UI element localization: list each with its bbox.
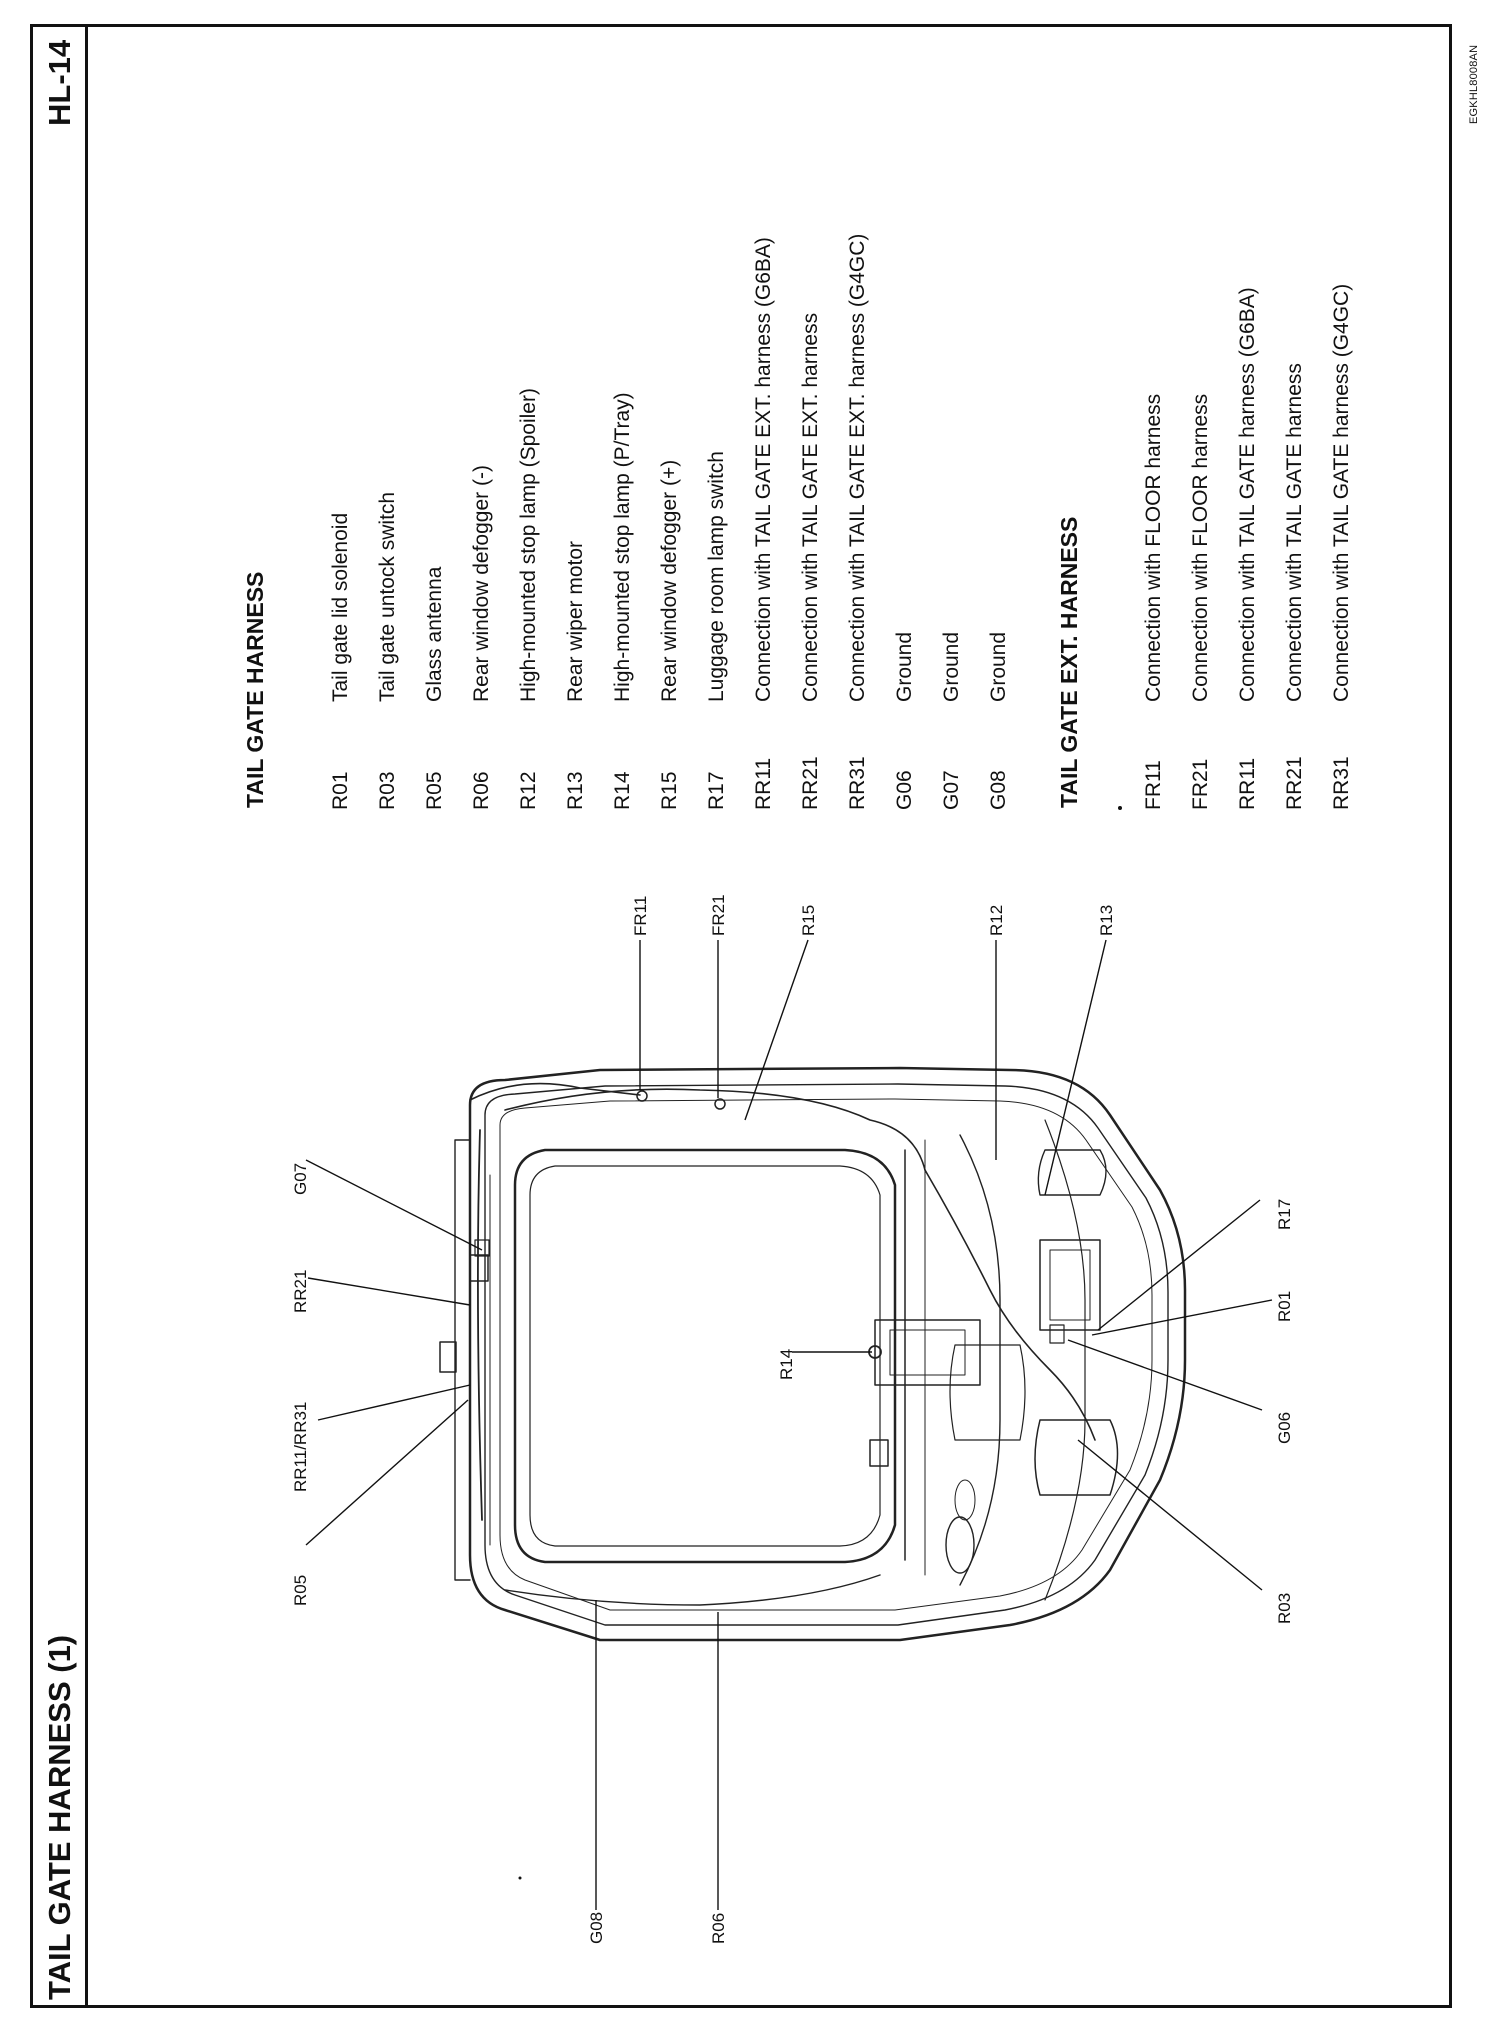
callout-r06: R06 (709, 1913, 728, 1944)
leader-r01 (1091, 1299, 1273, 1336)
center-hinge-plate (874, 1319, 981, 1386)
leader-r17 (1097, 1199, 1261, 1331)
callout-g08: G08 (587, 1912, 606, 1944)
license-plate-recess (949, 1344, 1026, 1441)
callout-r14: R14 (777, 1349, 796, 1380)
leader-r05 (305, 1399, 469, 1546)
glass-opening (513, 1148, 897, 1564)
callout-r15: R15 (799, 905, 818, 936)
leader-g06 (1067, 1339, 1263, 1411)
lower-right-pocket (1037, 1149, 1107, 1196)
harness-left-side (504, 1574, 881, 1606)
leader-r13 (1044, 939, 1107, 1196)
harness-fr-branch (469, 1082, 641, 1101)
callout-fr11: FR11 (631, 896, 650, 936)
callout-g07: G07 (291, 1163, 310, 1195)
leader-r03 (1077, 1439, 1263, 1591)
callout-r01: R01 (1275, 1291, 1294, 1322)
callout-r17: R17 (1275, 1199, 1294, 1230)
leader-rr21 (307, 1277, 471, 1306)
callout-rr21: RR21 (291, 1270, 310, 1313)
harness-lower (924, 1169, 1096, 1441)
leader-g07 (305, 1159, 483, 1251)
leader-rr11-rr31 (317, 1384, 471, 1421)
harness-upper (477, 1129, 483, 1521)
lower-left-pocket (1034, 1419, 1119, 1496)
lower-center-box (1039, 1239, 1101, 1331)
tailgate-third-outline (499, 1098, 1153, 1611)
callout-rr11-rr31: RR11/RR31 (291, 1402, 310, 1492)
callout-r03: R03 (1275, 1593, 1294, 1624)
tailgate-inner-outline (484, 1083, 1169, 1626)
page-frame (30, 24, 1452, 2008)
header-band (30, 24, 88, 2008)
callout-g06: G06 (1275, 1412, 1294, 1444)
spoiler-strip (454, 1139, 471, 1581)
callout-r13: R13 (1097, 905, 1116, 936)
scan-dot (518, 1876, 522, 1880)
glass-opening-inner (529, 1165, 881, 1547)
harness-right-side (504, 1088, 926, 1171)
scan-dot (1118, 806, 1122, 810)
tailgate-outer-outline (468, 1066, 1187, 1642)
callout-r05: R05 (291, 1575, 310, 1606)
callout-r12: R12 (987, 905, 1006, 936)
leader-r15 (744, 939, 809, 1121)
callout-fr21: FR21 (709, 894, 728, 936)
